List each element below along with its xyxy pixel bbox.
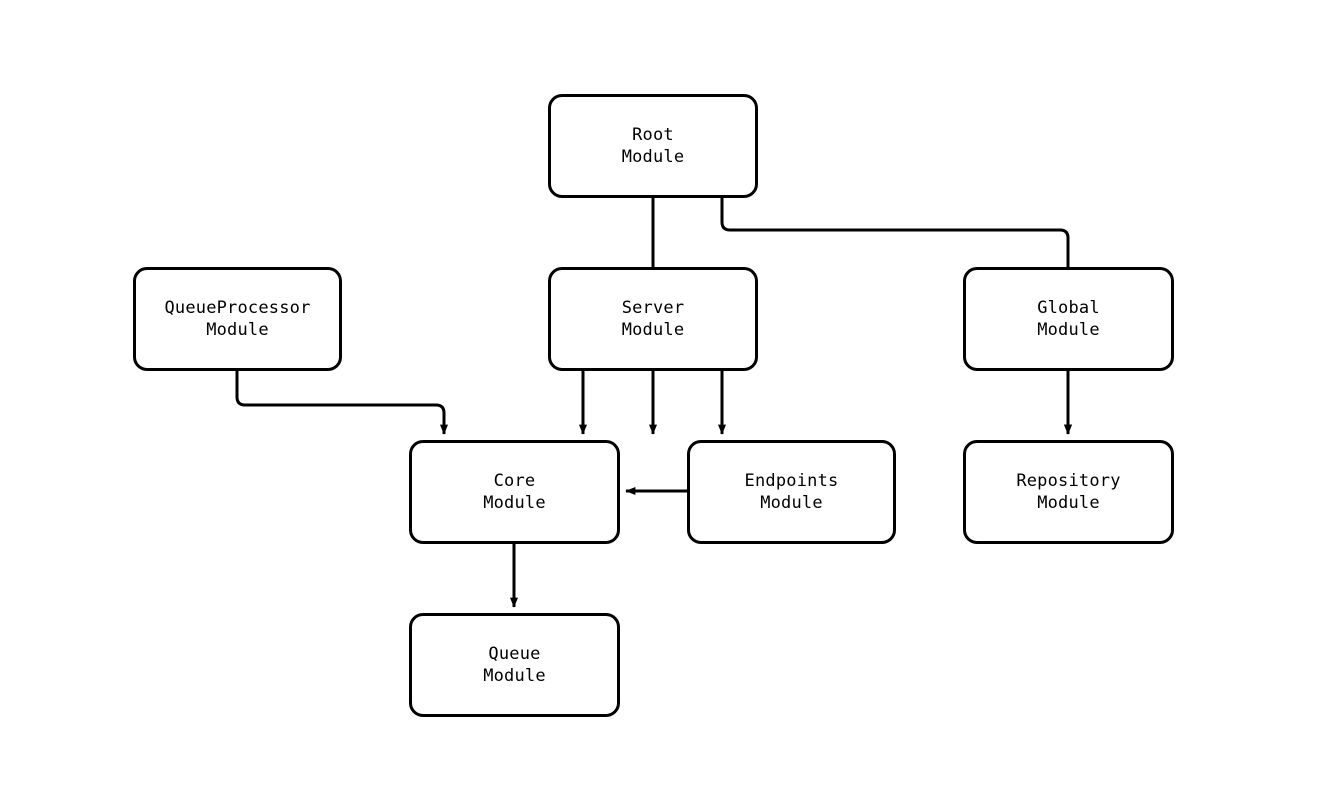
node-endpoints[interactable]: Endpoints Module (687, 440, 896, 544)
node-label-server: Server Module (621, 298, 685, 340)
node-label-endpoints: Endpoints Module (744, 471, 839, 513)
node-core[interactable]: Core Module (409, 440, 620, 544)
node-label-core: Core Module (483, 471, 546, 513)
node-label-root: Root Module (621, 125, 685, 167)
edge-queueprocessor-to-core (235, 371, 448, 435)
edge-paths (235, 198, 1072, 608)
node-queueprocessor[interactable]: QueueProcessor Module (133, 267, 342, 371)
node-server[interactable]: Server Module (548, 267, 758, 371)
node-label-repository: Repository Module (1016, 471, 1121, 513)
node-global[interactable]: Global Module (963, 267, 1174, 371)
node-label-queue: Queue Module (483, 644, 546, 686)
node-queue[interactable]: Queue Module (409, 613, 620, 717)
node-label-global: Global Module (1037, 298, 1100, 340)
node-root[interactable]: Root Module (548, 94, 758, 198)
node-repository[interactable]: Repository Module (963, 440, 1174, 544)
node-label-queueprocessor: QueueProcessor Module (164, 298, 311, 340)
